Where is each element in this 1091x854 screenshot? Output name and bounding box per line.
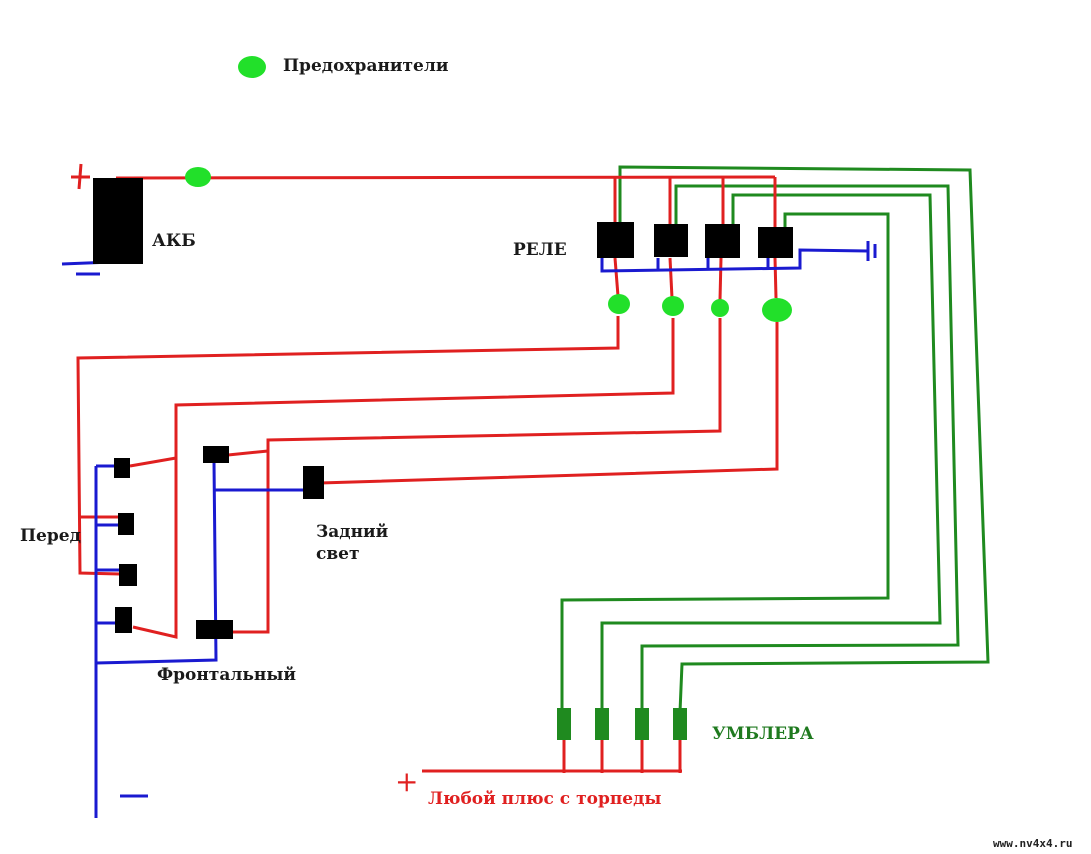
watermark: www.nv4x4.ru [993,837,1073,850]
frontal-feed-branch [227,449,269,457]
fuse-4 [762,298,792,322]
toggle-switches [557,708,687,740]
relay-out-2 [668,257,674,299]
ground-wires [61,248,869,818]
front-feed-wire [76,316,620,576]
frontal-lamp-1 [203,446,229,463]
relay-out-4 [773,257,778,299]
toggle-switch-2 [595,708,609,740]
legend-label: Предохранители [283,56,449,76]
fuses [185,56,792,322]
front-lamp-3 [119,564,137,586]
relay-label: РЕЛЕ [513,240,567,260]
battery-label: АКБ [152,231,196,251]
front-lamp-1 [114,458,130,478]
legend-fuse-icon [238,56,266,78]
rear-light-label-line2: свет [316,544,360,564]
front-lamp-4 [115,607,132,633]
relays [597,222,793,258]
fuse-2 [662,296,684,316]
control-wire-3 [600,193,942,712]
fuse-1 [608,294,630,314]
frontal-lamp-2 [196,620,233,639]
relay-out-1 [613,257,620,297]
relay-3 [705,224,740,258]
relay-ground-symbol [866,241,877,261]
rear-light-label-line1: Задний [316,522,389,542]
battery-plus-icon [71,163,90,190]
rear-feed-wire [319,322,779,485]
feed-wire-2 [132,318,675,639]
dash-plus-sign: + [395,765,419,798]
front-label: Перед [20,526,81,546]
power-wires [76,175,779,773]
control-wire-2 [640,184,960,712]
lamps [114,446,324,639]
toggle-switch-3 [635,708,649,740]
any-plus-label: Любой плюс с торпеды [428,789,662,809]
relay-2 [654,224,688,257]
frontal-feed-wire [232,318,722,634]
control-wire-4 [560,212,890,712]
toggle-switch-4 [673,708,687,740]
relay-1 [597,222,634,258]
battery [93,178,143,264]
rear-light [303,466,324,499]
feed-wire-2-branch [129,456,177,468]
front-lamp-2 [118,513,134,535]
main-power-wire [115,175,776,180]
fuse-3 [711,299,729,317]
frontal-label: Фронтальный [157,665,296,685]
ground-bus-frontal [95,461,218,665]
relay-4 [758,227,793,258]
toggle-switch-1 [557,708,571,740]
switches-label: УМБЛЕРА [712,724,814,744]
fuse-main [185,167,211,187]
relay-ground-bus [600,248,869,273]
relay-out-3 [718,257,723,301]
